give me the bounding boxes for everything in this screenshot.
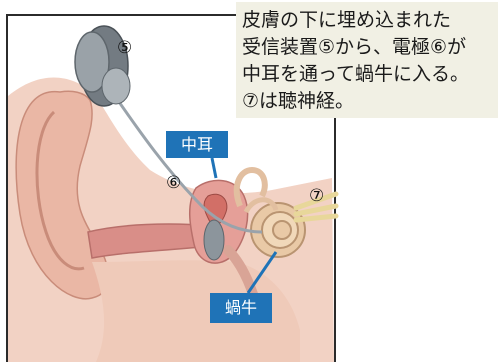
caption-box: 皮膚の下に埋め込まれた 受信装置⑤から、電極⑥が 中耳を通って蝸牛に入る。 ⑦は… xyxy=(236,2,498,118)
caption-line: 受信装置⑤から、電極⑥が xyxy=(242,34,492,61)
middle-ear-pointer xyxy=(212,158,216,178)
caption-line: 皮膚の下に埋め込まれた xyxy=(242,7,492,34)
receiver-number: ⑤ xyxy=(117,38,132,58)
cochlea-turn-2 xyxy=(273,221,291,239)
cochlea-label: 蝸牛 xyxy=(210,293,272,323)
middle-ear-label: 中耳 xyxy=(166,131,228,158)
receiver-coil xyxy=(102,68,130,104)
nerve-number: ⑦ xyxy=(309,186,324,206)
electrode-number: ⑥ xyxy=(166,173,181,193)
caption-line: 中耳を通って蝸牛に入る。 xyxy=(242,61,492,88)
eardrum xyxy=(204,220,224,260)
caption-line: ⑦は聴神経。 xyxy=(242,88,492,115)
